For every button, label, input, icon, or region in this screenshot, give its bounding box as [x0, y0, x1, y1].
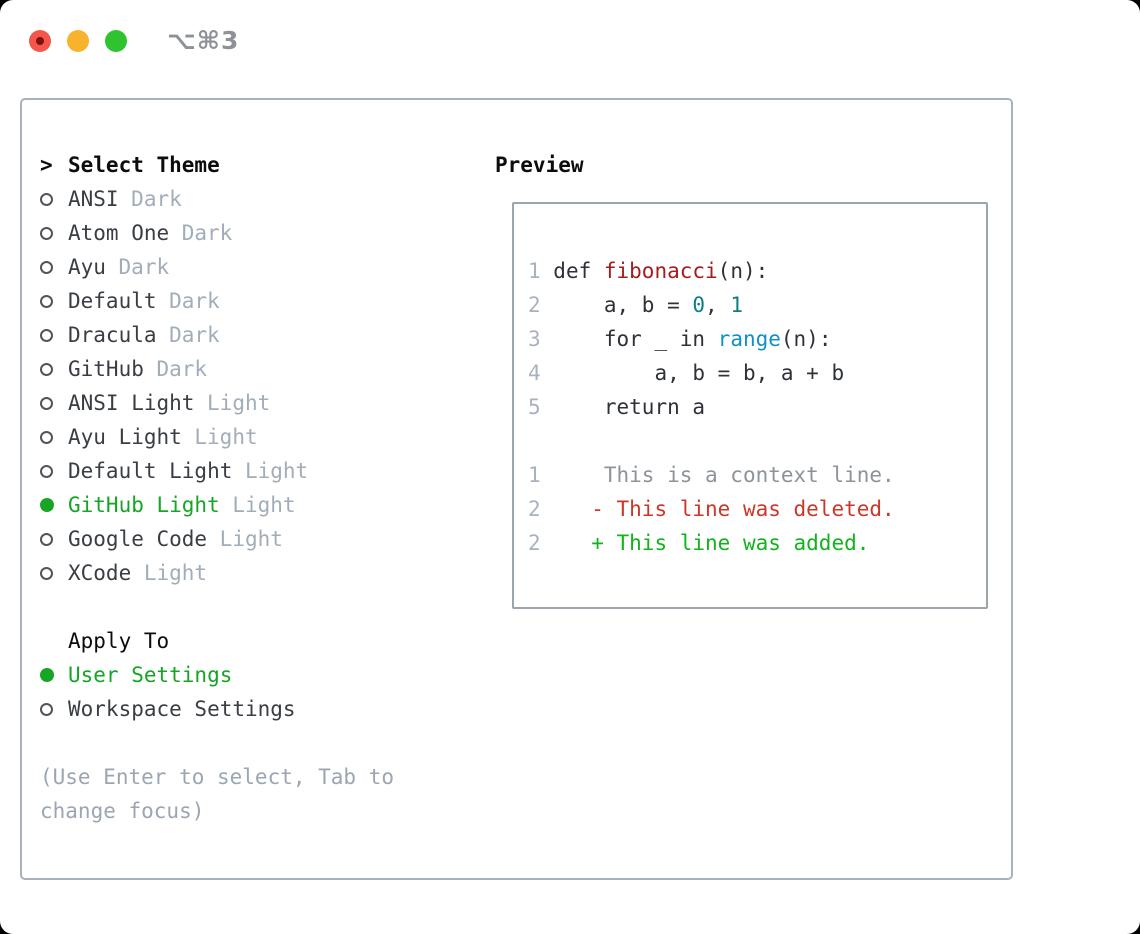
theme-option[interactable]: Dracula Dark: [40, 318, 495, 352]
theme-variant-tag: Light: [207, 391, 271, 415]
code-line: 1 This is a context line.: [528, 463, 895, 487]
close-button[interactable]: [29, 29, 51, 52]
minimize-button[interactable]: [67, 29, 89, 52]
unsaved-dot-icon: [36, 36, 44, 45]
option-label: Google Code: [68, 527, 208, 551]
theme-variant-tag: Dark: [118, 255, 170, 279]
option-label: Dracula: [68, 323, 157, 347]
code-line: 2 + This line was added.: [528, 531, 870, 555]
option-label: XCode: [68, 561, 132, 585]
theme-variant-tag: Dark: [131, 187, 182, 211]
theme-option[interactable]: Google Code Light: [40, 522, 495, 556]
theme-variant-tag: Light: [219, 527, 283, 551]
theme-variant-tag: Dark: [156, 357, 208, 381]
option-label: Ayu Light: [68, 425, 182, 449]
theme-option[interactable]: Ayu Light Light: [40, 420, 495, 454]
code-line: 3 for _ in range(n):: [528, 327, 832, 351]
radio-icon: [40, 260, 53, 274]
code-line: 2 a, b = 0, 1: [528, 293, 743, 317]
hint-text: (Use Enter to select, Tab to change focu…: [40, 765, 395, 823]
option-label: Default Light: [68, 459, 233, 483]
spacer: [40, 726, 495, 760]
option-label: Default: [68, 289, 157, 313]
zoom-button[interactable]: [105, 29, 127, 52]
theme-variant-tag: Light: [194, 425, 258, 449]
option-label: Workspace Settings: [68, 697, 296, 721]
preview-title: Preview: [495, 153, 584, 177]
theme-option[interactable]: Ayu Dark: [40, 250, 495, 284]
theme-variant-tag: Light: [232, 493, 296, 517]
window-title: ⌥⌘3: [167, 26, 240, 55]
select-theme-header: > Select Theme: [40, 148, 495, 182]
select-theme-title: Select Theme: [68, 153, 220, 177]
theme-option[interactable]: Default Light Light: [40, 454, 495, 488]
option-label: User Settings: [68, 663, 233, 687]
theme-variant-tag: Dark: [169, 289, 220, 313]
titlebar: ⌥⌘3: [29, 26, 239, 55]
option-label: Ayu: [68, 255, 106, 279]
code-line: [528, 424, 972, 458]
preview-column: Preview 1 def fibonacci(n): 2 a, b = 0, 1…: [495, 148, 1011, 878]
radio-icon: [40, 566, 53, 580]
theme-option[interactable]: GitHub Light Light: [40, 488, 495, 522]
code-sample: 1 def fibonacci(n): 2 a, b = 0, 1 3 for _ …: [528, 254, 972, 560]
spacer: [40, 590, 495, 624]
theme-option[interactable]: ANSI Dark: [40, 182, 495, 216]
theme-option[interactable]: Default Dark: [40, 284, 495, 318]
theme-option[interactable]: XCode Light: [40, 556, 495, 590]
option-label: GitHub Light: [68, 493, 220, 517]
apply-to-header: Apply To: [40, 624, 495, 658]
radio-icon: [40, 362, 53, 376]
apply-to-option[interactable]: Workspace Settings: [40, 692, 495, 726]
radio-selected-icon: [40, 668, 54, 682]
apply-to-title: Apply To: [68, 629, 170, 653]
option-label: ANSI: [68, 187, 119, 211]
preview-header: Preview: [495, 148, 1011, 182]
option-label: GitHub: [68, 357, 144, 381]
radio-icon: [40, 328, 53, 342]
radio-icon: [40, 532, 53, 546]
radio-icon: [40, 702, 53, 716]
code-line: 1 def fibonacci(n):: [528, 259, 769, 283]
radio-icon: [40, 464, 53, 478]
radio-icon: [40, 396, 53, 410]
radio-icon: [40, 226, 53, 240]
theme-option[interactable]: GitHub Dark: [40, 352, 495, 386]
code-line: 5 return a: [528, 395, 706, 419]
option-label: Atom One: [68, 221, 170, 245]
option-label: ANSI Light: [68, 391, 195, 415]
radio-selected-icon: [40, 498, 54, 512]
radio-icon: [40, 294, 53, 308]
code-line: 2 - This line was deleted.: [528, 497, 895, 521]
radio-icon: [40, 192, 53, 206]
theme-variant-tag: Dark: [181, 221, 233, 245]
apply-to-option[interactable]: User Settings: [40, 658, 495, 692]
theme-option[interactable]: Atom One Dark: [40, 216, 495, 250]
radio-icon: [40, 430, 53, 444]
code-line: 4 a, b = b, a + b: [528, 361, 845, 385]
theme-variant-tag: Light: [143, 561, 208, 585]
theme-variant-tag: Dark: [169, 323, 220, 347]
theme-variant-tag: Light: [244, 459, 309, 483]
preview-box: 1 def fibonacci(n): 2 a, b = 0, 1 3 for _ …: [512, 202, 988, 609]
theme-option[interactable]: ANSI Light Light: [40, 386, 495, 420]
cursor-prompt-icon: >: [40, 153, 53, 177]
